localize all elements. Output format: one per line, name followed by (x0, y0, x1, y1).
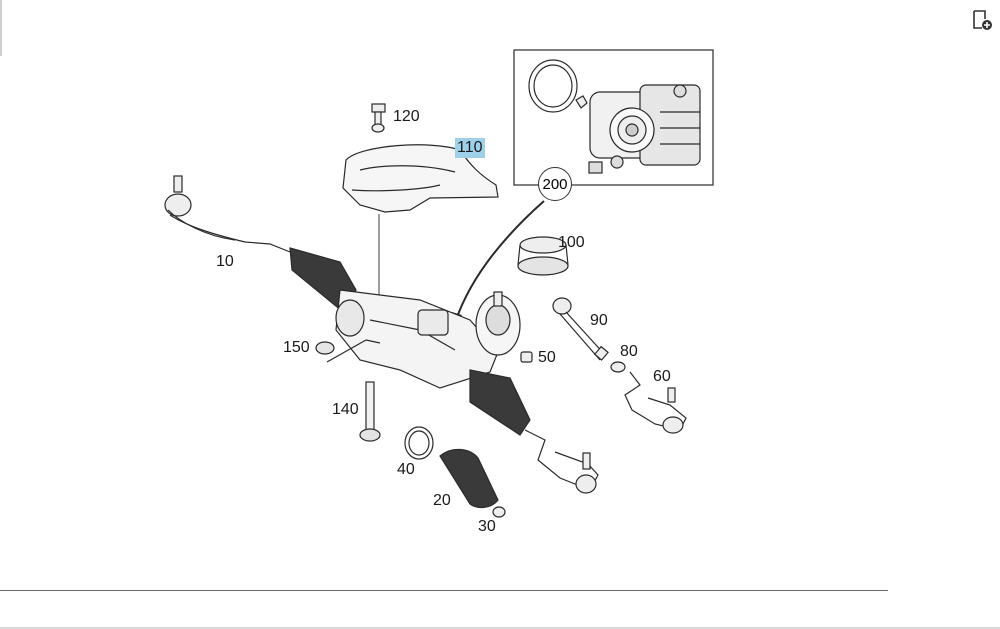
callout-50[interactable]: 50 (538, 349, 556, 366)
nut-150 (315, 339, 381, 363)
nut-80 (610, 361, 626, 373)
callout-arrow (455, 200, 545, 321)
left-panel-edge (0, 0, 2, 56)
bolt-120 (371, 103, 386, 133)
callout-10[interactable]: 10 (216, 253, 234, 270)
add-document-icon (973, 10, 992, 30)
boot-right (469, 369, 531, 436)
callout-90[interactable]: 90 (590, 312, 608, 329)
callout-20[interactable]: 20 (433, 492, 451, 509)
ring-40 (404, 426, 434, 460)
footer-strip (0, 627, 1000, 629)
callout-110-selected[interactable]: 110 (455, 138, 485, 158)
callout-100[interactable]: 100 (558, 234, 585, 251)
callout-150[interactable]: 150 (283, 339, 310, 356)
callout-200[interactable]: 200 (538, 167, 572, 201)
add-to-list-button[interactable] (970, 8, 994, 32)
boot-20 (439, 448, 499, 509)
inner-tie-rod-90 (552, 297, 609, 361)
heat-shield (342, 144, 499, 213)
detail-inset-motor (513, 49, 714, 186)
callout-140[interactable]: 140 (332, 401, 359, 418)
callout-30[interactable]: 30 (478, 518, 496, 535)
rack-housing (335, 289, 521, 389)
plug-50 (520, 351, 533, 363)
bolt-140 (359, 381, 381, 442)
callout-80[interactable]: 80 (620, 343, 638, 360)
tie-rod-end-left (164, 175, 291, 253)
tie-rod-end-right (524, 429, 599, 494)
callout-40[interactable]: 40 (397, 461, 415, 478)
boot-100 (517, 236, 569, 276)
callout-120[interactable]: 120 (393, 108, 420, 125)
divider (0, 590, 888, 591)
callout-60[interactable]: 60 (653, 368, 671, 385)
tie-rod-end-60 (624, 371, 687, 434)
clamp-30 (492, 506, 506, 518)
